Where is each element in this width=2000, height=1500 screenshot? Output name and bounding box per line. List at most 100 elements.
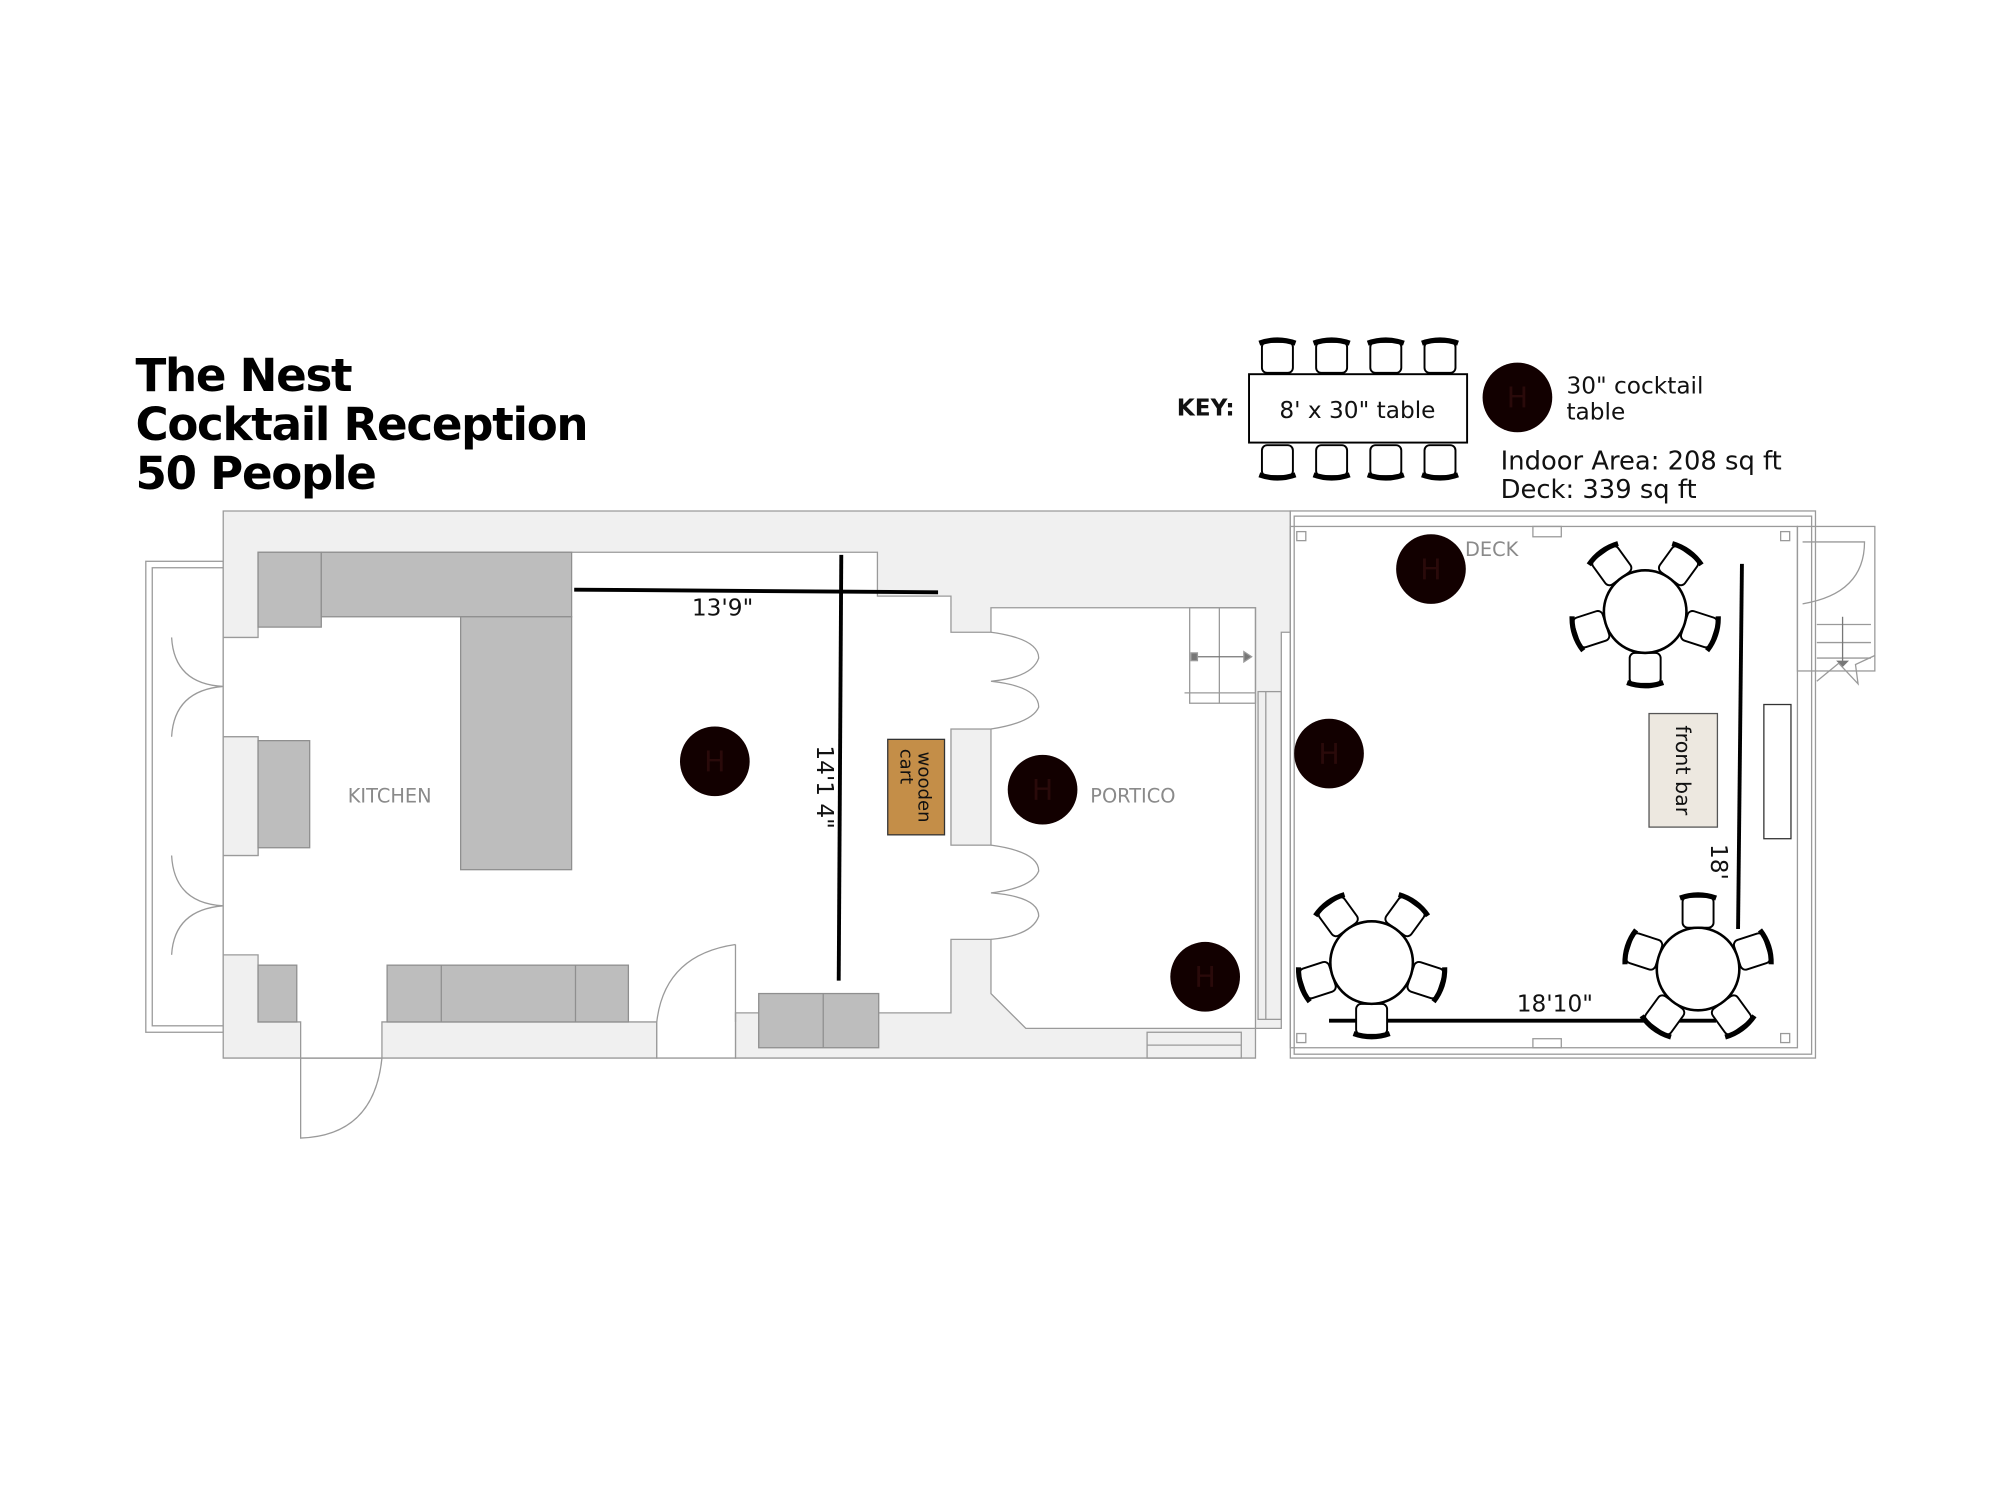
chair-icon <box>1258 337 1297 374</box>
kitchen-counters <box>257 551 880 1049</box>
key-banquet-table-label: 8' x 30" table <box>1279 397 1435 424</box>
cocktail-marker: H <box>1318 738 1339 771</box>
chair-icon <box>1679 892 1717 929</box>
key-banquet-table <box>1248 373 1469 444</box>
round-table-top <box>1329 919 1415 1006</box>
left-exterior-rail-inner <box>151 567 224 1027</box>
chair-icon <box>1421 444 1459 481</box>
legend-key: KEY: 8' x 30" table H 30" cocktail table… <box>1177 337 1782 505</box>
steps-box <box>1189 607 1257 704</box>
post <box>1779 1032 1791 1044</box>
chair-icon <box>1586 541 1633 587</box>
chair-icon <box>1366 444 1405 481</box>
chair-icon <box>1626 651 1665 689</box>
plan-title: The Nest Cocktail Reception 50 People <box>135 349 588 500</box>
indoor-area: Indoor Area: 208 sq ft <box>1501 447 1782 477</box>
doors <box>170 631 1242 1139</box>
key-label: KEY: <box>1177 394 1235 421</box>
cocktail-table: H <box>680 726 750 797</box>
cocktail-marker: H <box>1420 553 1441 586</box>
arrow-head-icon <box>1836 660 1850 668</box>
dimension-line <box>574 587 939 595</box>
portico-steps <box>1184 607 1257 704</box>
round-tables <box>1295 541 1774 1040</box>
back-bar-counter <box>1763 703 1792 840</box>
dimensions: 13'9" 14'1 4" 18' 18'10" <box>574 554 1744 1023</box>
chair-icon <box>1732 928 1774 971</box>
cocktail-table: H <box>1170 941 1240 1012</box>
chair-icon <box>1352 1002 1391 1040</box>
room-label-deck: DECK <box>1465 538 1520 561</box>
front-bar-label: front bar <box>1671 725 1695 815</box>
chair-icon <box>1406 960 1448 1004</box>
post <box>1532 1038 1562 1049</box>
deck-outer-2 <box>1293 515 1813 1055</box>
door-swing-icon <box>990 631 1040 730</box>
cocktail-marker: H <box>1032 774 1053 807</box>
key-cocktail-table-icon <box>1482 362 1553 433</box>
door-swing-icon <box>300 1058 383 1139</box>
arrow-head-icon <box>1243 650 1253 664</box>
left-exterior-rail <box>145 560 224 1033</box>
round-table-top <box>1655 926 1741 1012</box>
chair-icon <box>1312 444 1351 481</box>
key-cocktail-label-2: table <box>1566 398 1625 425</box>
counter <box>320 551 573 618</box>
cocktail-tables: H H H H H <box>680 534 1466 1012</box>
wooden-cart-label-1: wooden <box>914 752 935 823</box>
post <box>1779 530 1791 542</box>
chair-icon <box>1421 337 1459 374</box>
post <box>1532 525 1562 538</box>
counter <box>257 964 298 1023</box>
break-line <box>1816 654 1876 686</box>
deck-area: Deck: 339 sq ft <box>1501 475 1697 505</box>
counter <box>386 964 630 1023</box>
kitchen-wall-segment <box>222 736 259 857</box>
room-label-portico: PORTICO <box>1090 785 1175 808</box>
cocktail-table: H <box>1396 534 1466 604</box>
dimension-deck-depth: 18' <box>1705 844 1732 880</box>
title-event: Cocktail Reception <box>135 398 587 451</box>
door-swing-icon <box>170 637 224 737</box>
front-bar <box>1648 712 1719 828</box>
chair-icon <box>1258 444 1297 481</box>
round-table <box>1569 541 1721 689</box>
cocktail-table: H <box>1294 718 1364 789</box>
counter <box>257 739 311 849</box>
cocktail-marker: H <box>704 746 725 779</box>
wooden-cart-label-2: cart <box>896 749 917 784</box>
title-venue: The Nest <box>135 349 352 402</box>
round-table-top <box>1602 569 1688 655</box>
dimension-kitchen-width: 13'9" <box>692 594 753 621</box>
post <box>1296 530 1307 542</box>
title-capacity: 50 People <box>135 447 375 500</box>
key-cocktail-marker: H <box>1507 382 1528 415</box>
counter <box>758 992 880 1049</box>
kitchen-island <box>460 616 573 871</box>
dimension-line <box>1736 563 1744 930</box>
wooden-cart <box>887 738 946 836</box>
post <box>1296 1032 1307 1044</box>
key-chairs <box>1258 337 1459 481</box>
round-table <box>1295 892 1448 1040</box>
dimension-line <box>836 554 844 981</box>
key-cocktail-label-1: 30" cocktail <box>1566 373 1703 400</box>
door-swing-icon <box>170 855 224 955</box>
door-swing-icon <box>656 943 737 1023</box>
dimension-deck-width: 18'10" <box>1517 991 1593 1018</box>
portico-wall-segment <box>950 728 992 846</box>
room-label-kitchen: KITCHEN <box>348 785 432 808</box>
chair-icon <box>1312 337 1351 374</box>
deck-stairs <box>1796 525 1876 672</box>
door-swing-icon <box>990 844 1040 940</box>
round-table <box>1622 892 1774 1040</box>
portico-deck-wall <box>1257 690 1282 1020</box>
chair-icon <box>1366 337 1405 374</box>
cocktail-marker: H <box>1194 961 1215 994</box>
door-swing-icon <box>1802 541 1866 605</box>
cocktail-table: H <box>1007 754 1078 825</box>
chair-icon <box>1657 541 1704 587</box>
dimension-kitchen-depth: 14'1 4" <box>811 745 838 829</box>
counter <box>257 551 322 628</box>
